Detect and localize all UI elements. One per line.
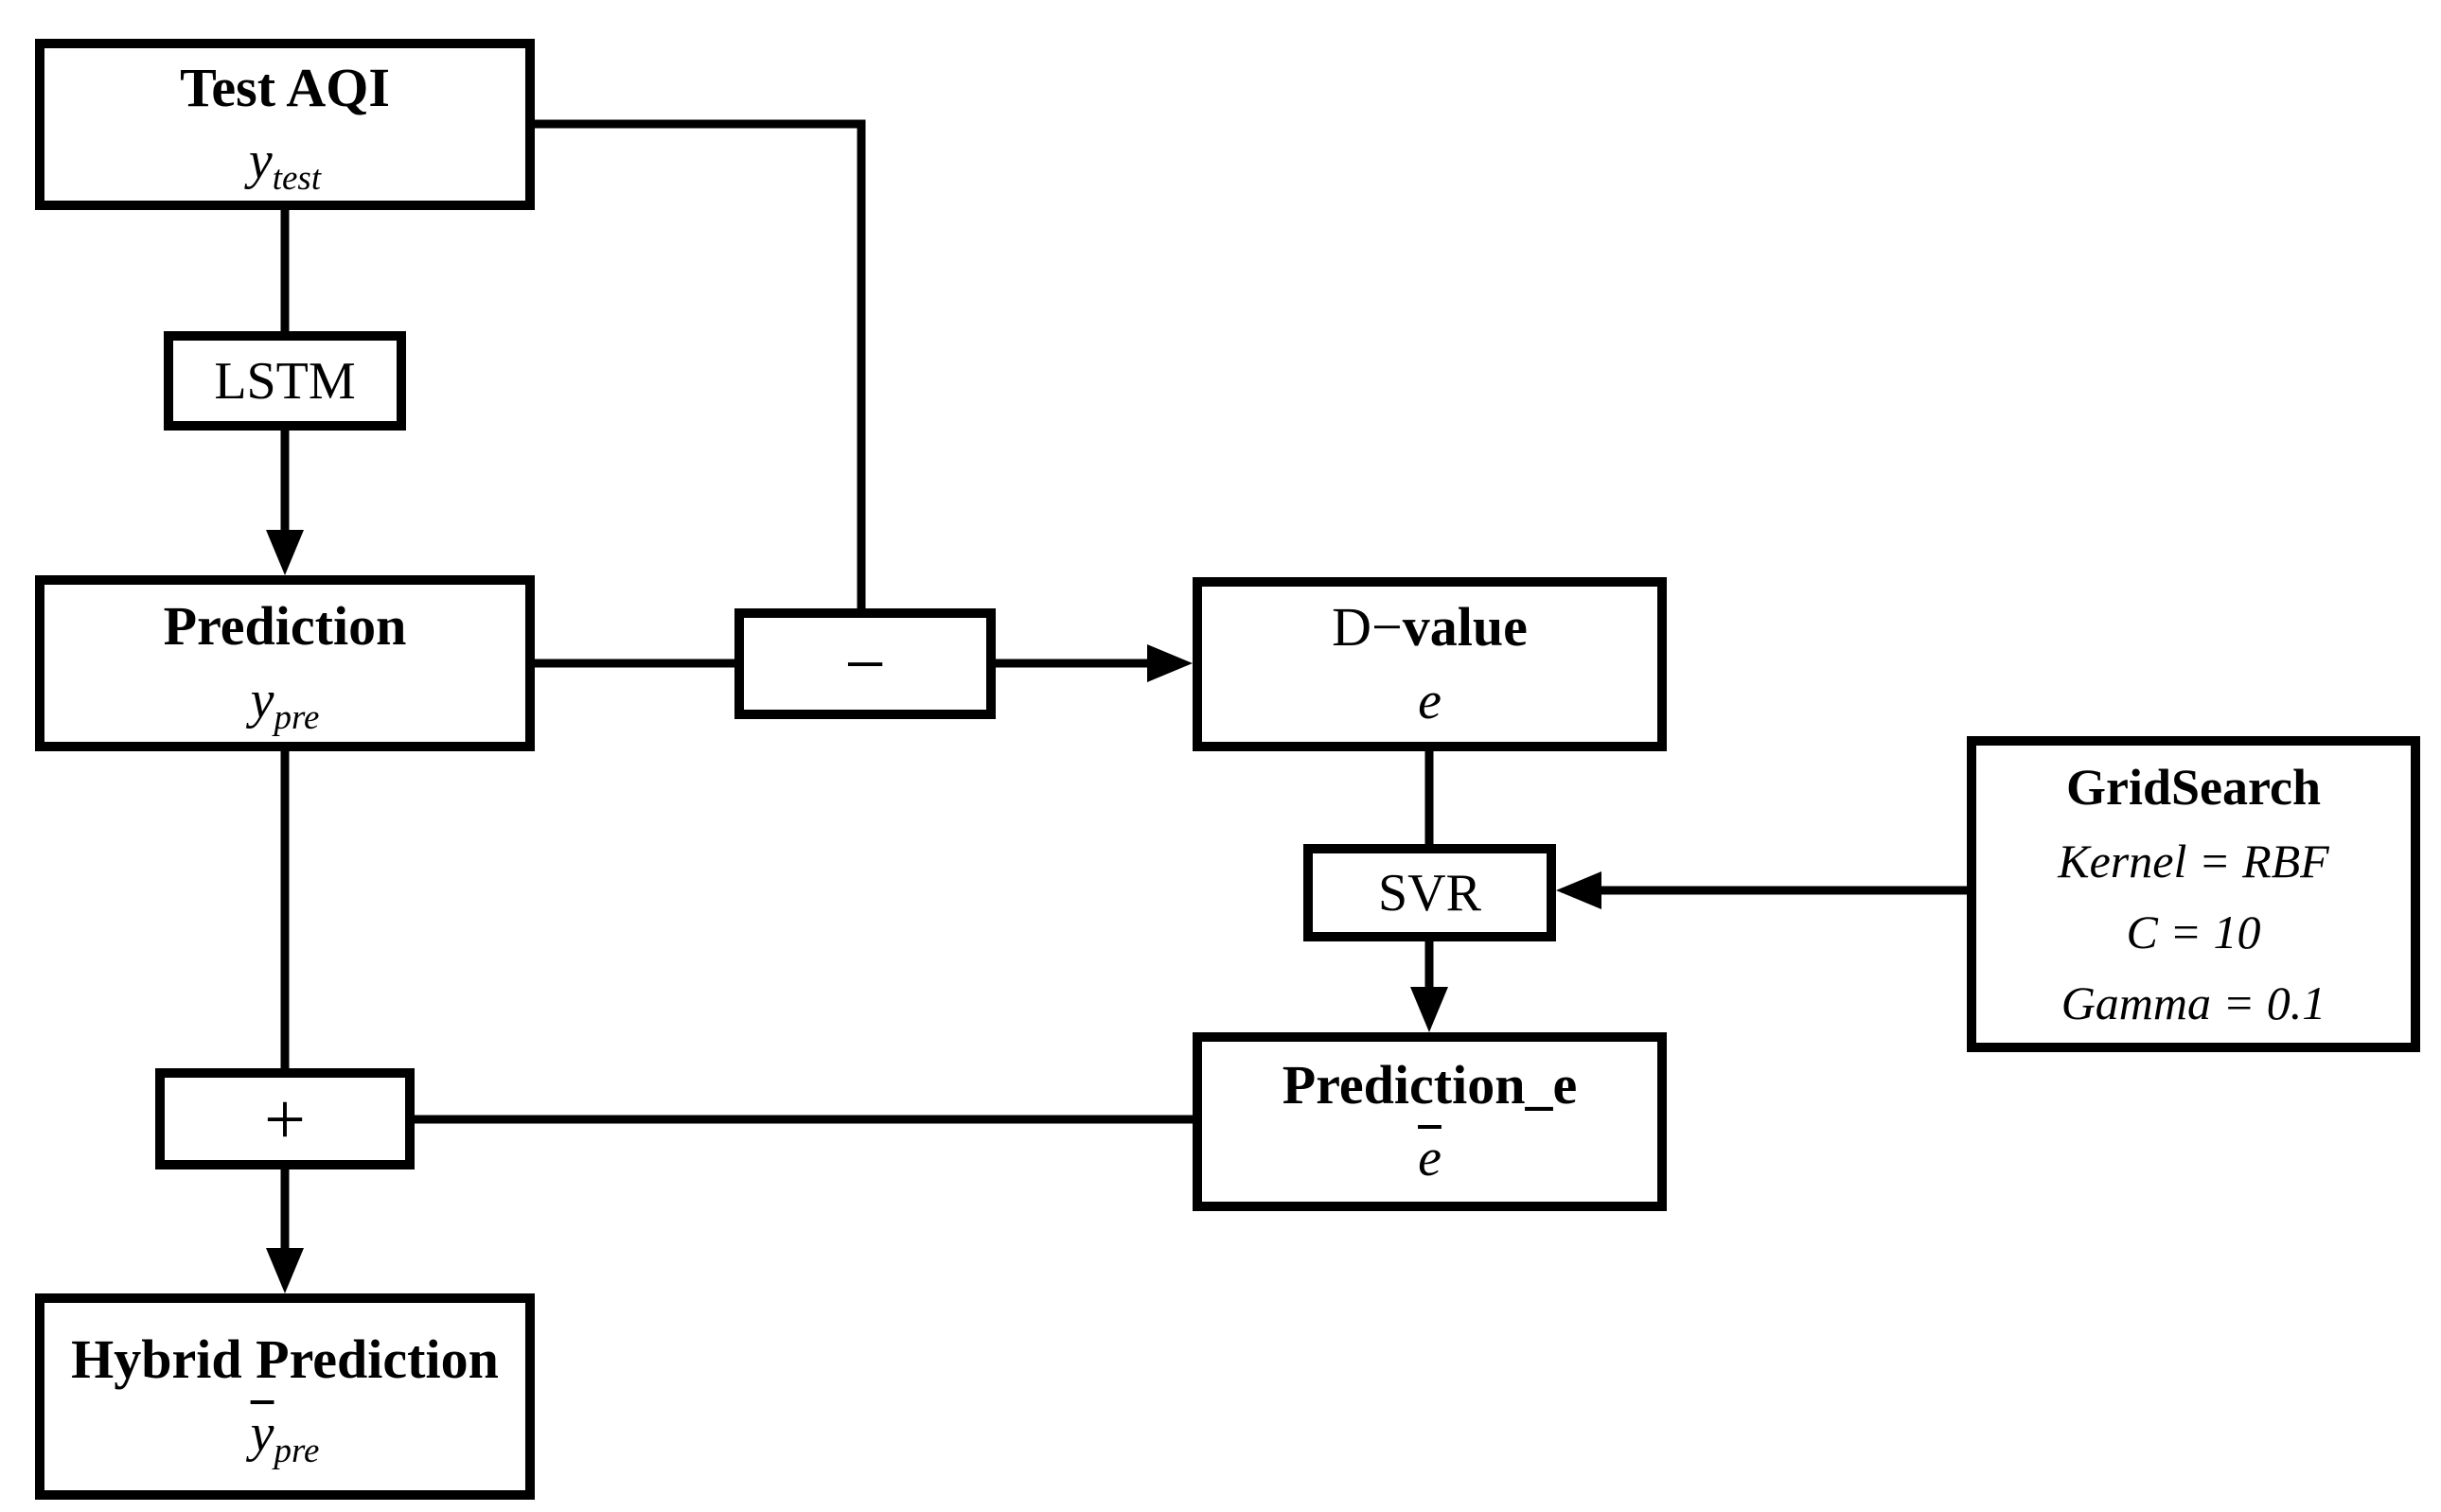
test-aqi-title: Test AQI — [180, 56, 390, 118]
hybrid-prediction-variable: ypre — [250, 1403, 320, 1469]
node-hybrid-prediction: Hybrid Prediction ypre — [35, 1293, 535, 1500]
svr-label: SVR — [1378, 863, 1481, 923]
arrowhead-into-predictione — [1410, 987, 1448, 1032]
gridsearch-param-kernel: Kernel = RBF — [2058, 835, 2329, 888]
hybrid-prediction-title: Hybrid Prediction — [71, 1328, 499, 1391]
node-prediction: Prediction ypre — [35, 575, 535, 751]
node-lstm: LSTM — [164, 331, 406, 431]
plus-symbol: + — [264, 1077, 306, 1160]
prediction-e-variable: e — [1418, 1129, 1442, 1188]
gridsearch-title: GridSearch — [2066, 759, 2321, 816]
d-value-title: D−value — [1332, 596, 1528, 659]
node-gridsearch: GridSearch Kernel = RBF C = 10 Gamma = 0… — [1967, 736, 2420, 1052]
arrowhead-into-dvalue — [1147, 644, 1193, 682]
node-prediction-e: Prediction_e e — [1193, 1032, 1667, 1211]
lstm-label: LSTM — [214, 351, 356, 411]
arrowhead-into-hybrid — [266, 1248, 304, 1293]
arrowhead-into-svr — [1556, 871, 1601, 909]
gridsearch-param-c: C = 10 — [2126, 905, 2261, 958]
node-svr: SVR — [1303, 844, 1556, 941]
connector-testaqi-minus — [535, 119, 866, 608]
node-minus-operator: − — [734, 608, 996, 719]
d-value-variable: e — [1418, 671, 1442, 730]
gridsearch-param-gamma: Gamma = 0.1 — [2061, 976, 2326, 1029]
node-d-value: D−value e — [1193, 577, 1667, 751]
test-aqi-variable: ytest — [248, 132, 322, 198]
node-test-aqi: Test AQI ytest — [35, 39, 535, 210]
prediction-variable: ypre — [250, 670, 320, 736]
node-plus-operator: + — [155, 1068, 415, 1169]
minus-symbol: − — [844, 622, 886, 705]
prediction-e-title: Prediction_e — [1282, 1053, 1578, 1116]
prediction-title: Prediction — [163, 595, 407, 658]
arrowhead-into-prediction — [266, 530, 304, 575]
